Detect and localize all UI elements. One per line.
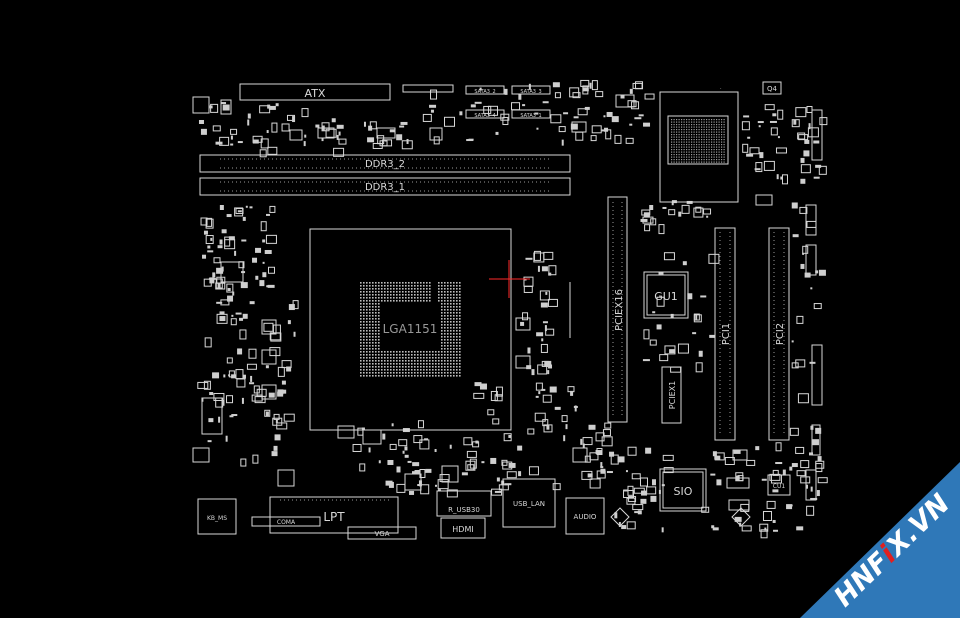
lpt-label: LPT <box>323 510 345 524</box>
cu1-chip: CU1 <box>767 474 791 496</box>
hdmi-port: HDMI <box>440 517 486 539</box>
q4-component: Q4 <box>762 81 782 95</box>
r-usb30-port: R_USB30 <box>436 490 492 517</box>
pciex1-slot: PCIEX1 <box>661 366 682 424</box>
sio-label: SIO <box>674 485 693 498</box>
coma-label: COMA <box>277 519 296 526</box>
pciex1-label: PCIEX1 <box>668 381 677 409</box>
r-usb30-label: R_USB30 <box>448 506 480 514</box>
sio-chip: SIO <box>659 468 707 512</box>
pciex16-slot: PCIEX16 <box>607 196 628 423</box>
lpt-port: LPT <box>269 496 399 534</box>
ddr3-2-label: DDR3_2 <box>365 159 405 170</box>
usb-lan-port: USB_LAN <box>502 478 556 528</box>
pci1-label: PCI1 <box>721 323 732 345</box>
sata1-label: SATA3_1 <box>520 113 541 119</box>
cpu-label: LGA1151 <box>383 322 438 336</box>
cpu-socket: LGA1151 <box>309 228 512 431</box>
atx-connector: ATX <box>239 83 391 101</box>
hdmi-label: HDMI <box>452 525 473 534</box>
sata3-label: SATA3_3 <box>520 89 541 95</box>
q4-label: Q4 <box>767 85 778 93</box>
pci2-slot: PCI2 <box>768 227 790 441</box>
audio-port: AUDIO <box>565 497 605 535</box>
pci1-slot: PCI1 <box>714 227 736 441</box>
kb-ms-label: KB_MS <box>207 515 227 522</box>
pci2-label: PCI2 <box>775 323 786 345</box>
ddr3-2-slot: DDR3_2 <box>199 154 571 173</box>
chipset-bga: . <box>659 85 739 203</box>
vga-label: VGA <box>374 530 389 538</box>
cursor-marker <box>489 260 530 298</box>
coma-header: COMA <box>251 516 321 527</box>
sata2-label: SATA3_2 <box>474 89 495 95</box>
atx-label: ATX <box>305 87 326 100</box>
cu1-label: CU1 <box>773 483 786 490</box>
ddr3-1-slot: DDR3_1 <box>199 177 571 196</box>
sata-connectors: SATA3_2 SATA3_3 SATA3_4 SATA3_1 <box>465 85 551 119</box>
kb-ms-port: KB_MS <box>197 498 237 535</box>
ddr3-1-label: DDR3_1 <box>365 182 405 193</box>
vga-port: VGA <box>347 526 417 540</box>
pciex16-label: PCIEX16 <box>614 289 625 331</box>
gu1-chip: GU1 <box>643 271 689 319</box>
svg-text:.: . <box>720 85 722 91</box>
usb-lan-label: USB_LAN <box>513 500 545 508</box>
audio-label: AUDIO <box>574 513 597 521</box>
sata4-label: SATA3_4 <box>474 113 495 119</box>
gu1-label: GU1 <box>654 290 678 303</box>
